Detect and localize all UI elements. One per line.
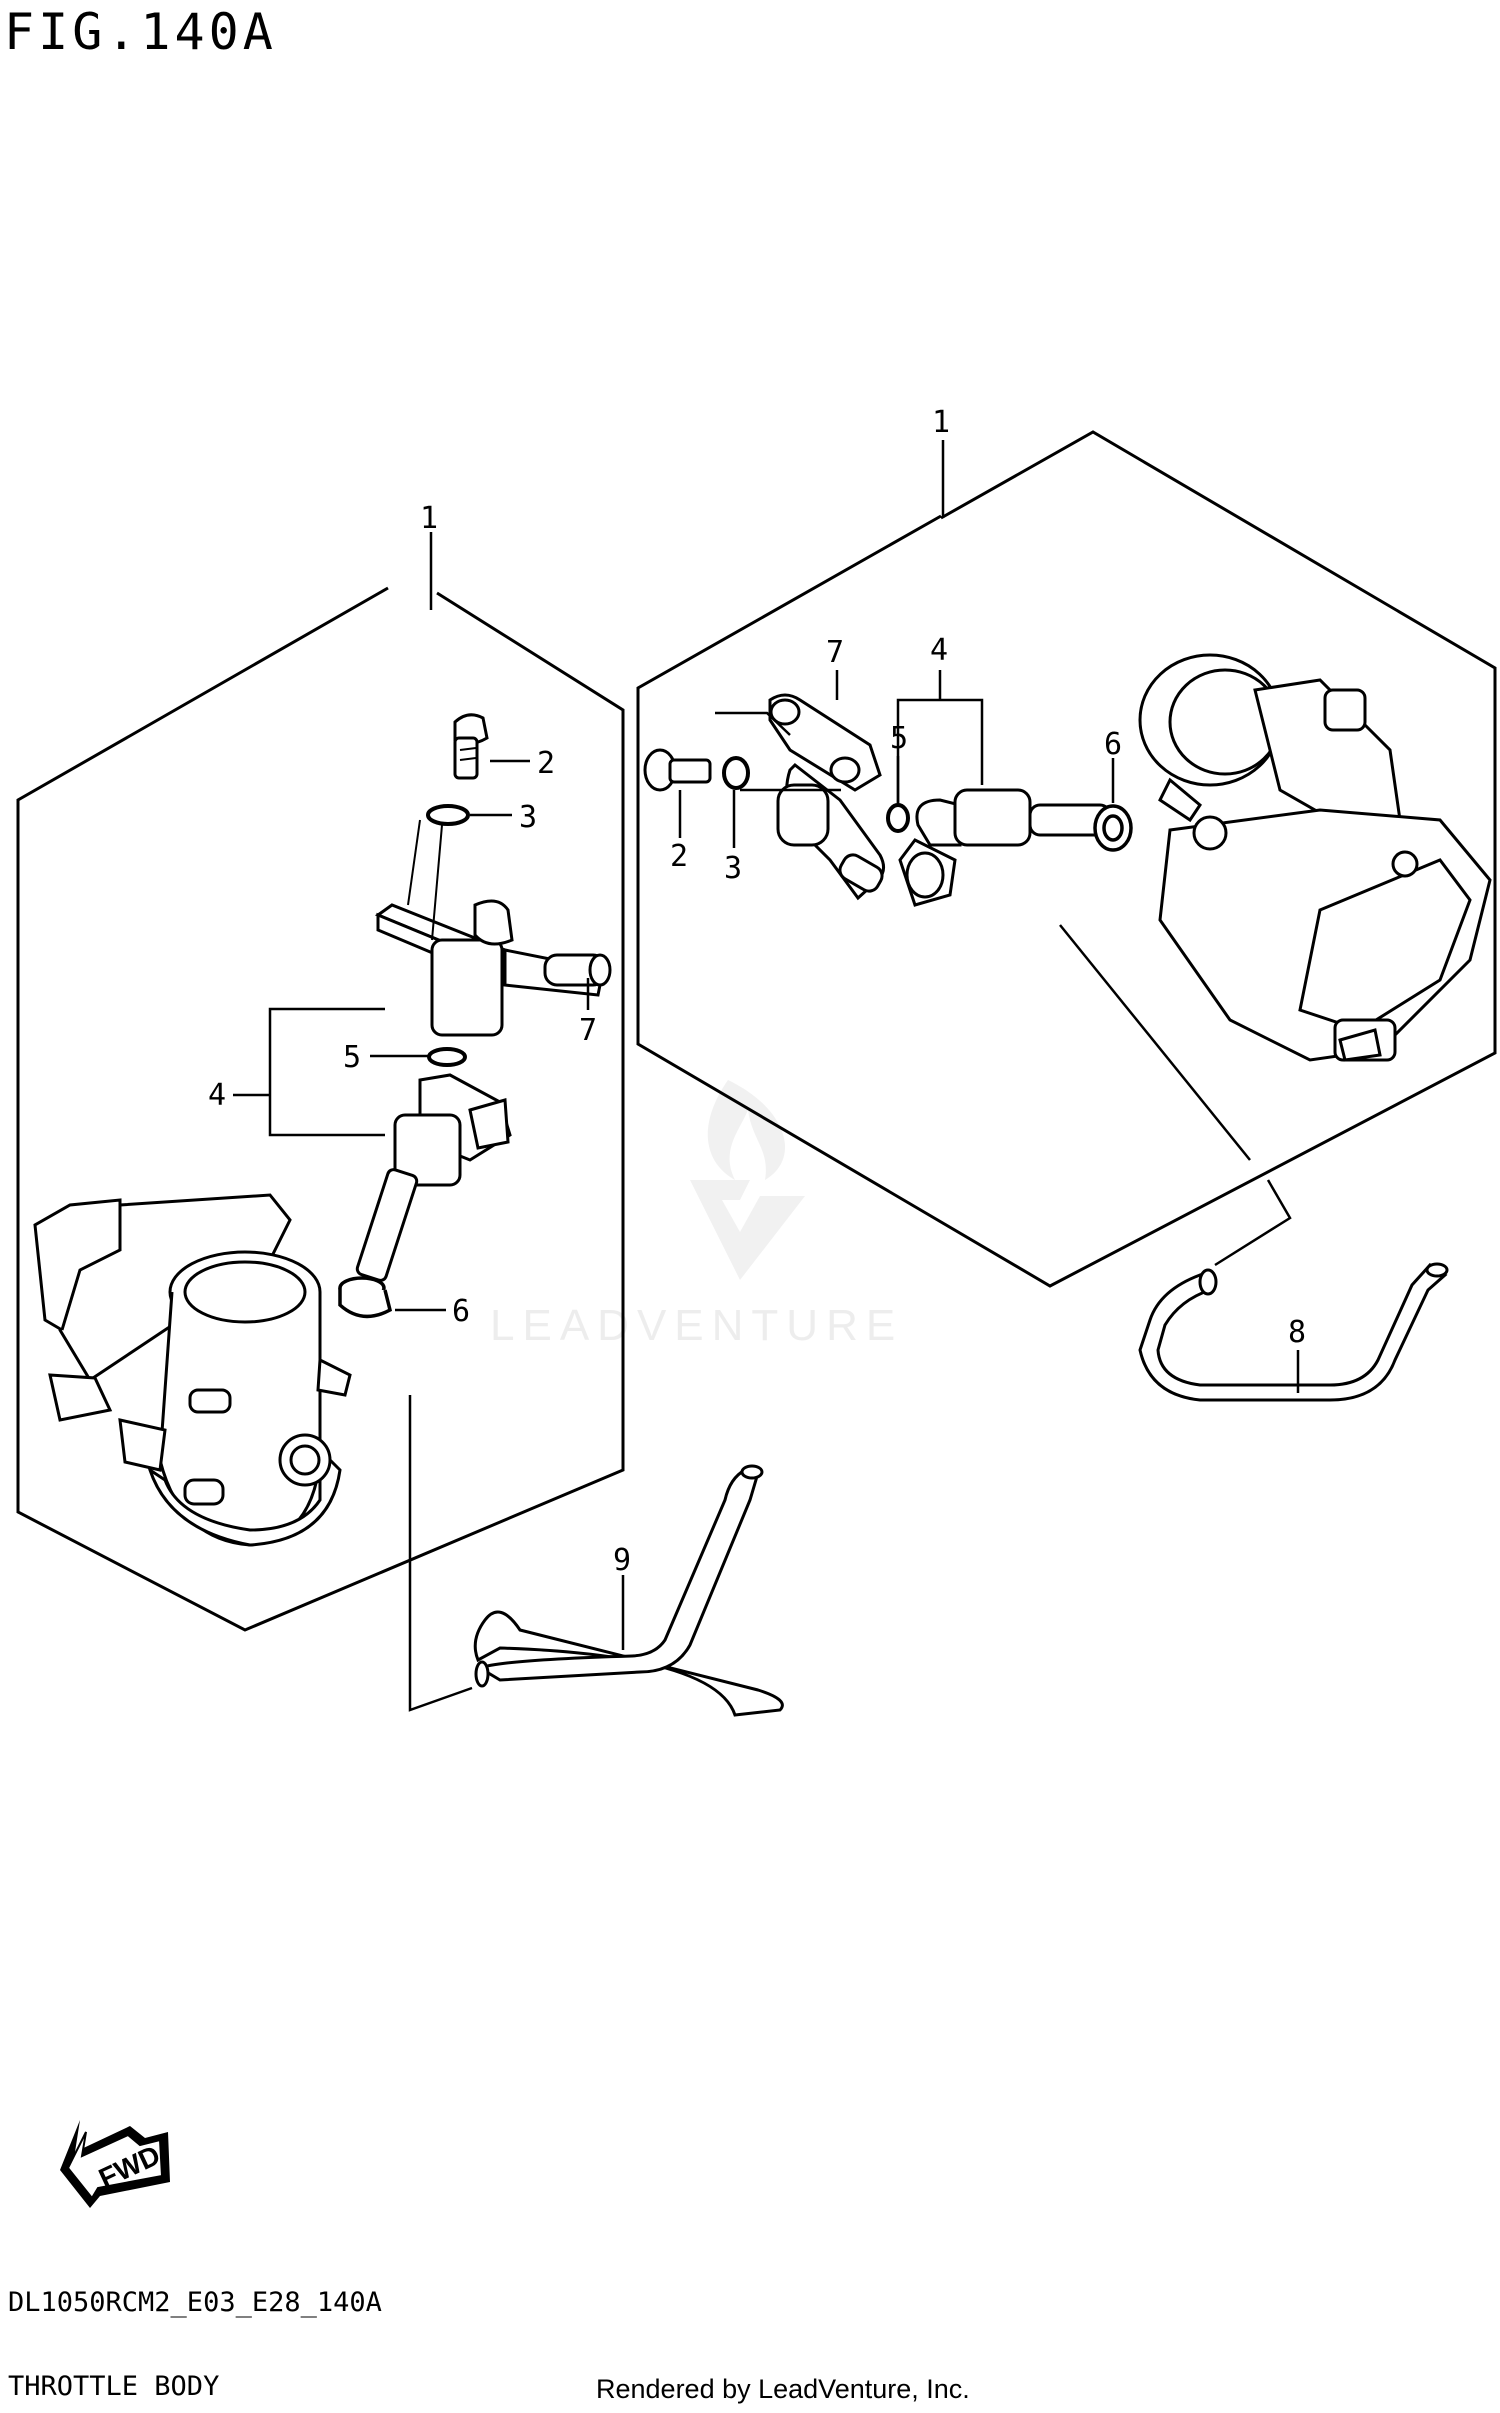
callout-left-6: 6 [452,1294,470,1329]
callout-right-4: 4 [930,633,948,668]
left-hose-9 [473,1464,784,1717]
section-name: THROTTLE BODY [8,2371,220,2402]
right-bolt [643,748,712,792]
right-leader-frame [1059,924,1251,1161]
left-throttle-body [33,1193,352,1547]
fwd-arrow-badge: FWD [60,2120,170,2208]
callout-right-7: 7 [826,635,844,670]
left-assembly-frame [16,586,625,1632]
callout-left-5: 5 [343,1040,361,1075]
left-hose-frame [408,1395,473,1712]
leadventure-watermark: LEADVENTURE [490,1080,903,1350]
left-bracket-4 [268,1007,385,1137]
callout-right-1: 1 [932,405,950,440]
right-o-ring [722,756,750,790]
right-assembly-frame [636,430,1497,1288]
left-o-ring-5 [427,1047,467,1067]
left-pressure-sensor [355,1073,512,1282]
callout-left-4: 4 [208,1078,226,1113]
watermark-text: LEADVENTURE [490,1301,903,1350]
figure-title: FIG.140A [4,3,277,61]
right-throttle-body [1138,653,1492,1062]
right-hose-8 [1138,1262,1449,1402]
callout-left-7: 7 [579,1013,597,1048]
right-o-ring-5 [886,803,910,833]
left-collar [338,1276,393,1319]
callout-hose-8: 8 [1288,1315,1306,1350]
rendered-by-credit: Rendered by LeadVenture, Inc. [596,2374,970,2404]
right-joint-bracket [768,693,885,901]
callout-right-6: 6 [1104,727,1122,762]
callout-left-1: 1 [420,501,438,536]
left-bolt [453,713,489,780]
left-joint-bracket [374,819,612,1037]
right-bracket-7-lines [715,711,791,736]
right-collar [1093,804,1133,852]
callout-right-3: 3 [724,851,742,886]
callout-right-5: 5 [890,721,908,756]
callout-right-2: 2 [670,839,688,874]
callout-hose-9: 9 [613,1543,631,1578]
left-o-ring [426,804,470,826]
callout-left-3: 3 [519,800,537,835]
model-code: DL1050RCM2_E03_E28_140A [8,2287,382,2318]
right-hose-frame [1214,1179,1292,1267]
right-pressure-sensor [898,788,1112,907]
callout-left-2: 2 [537,746,555,781]
